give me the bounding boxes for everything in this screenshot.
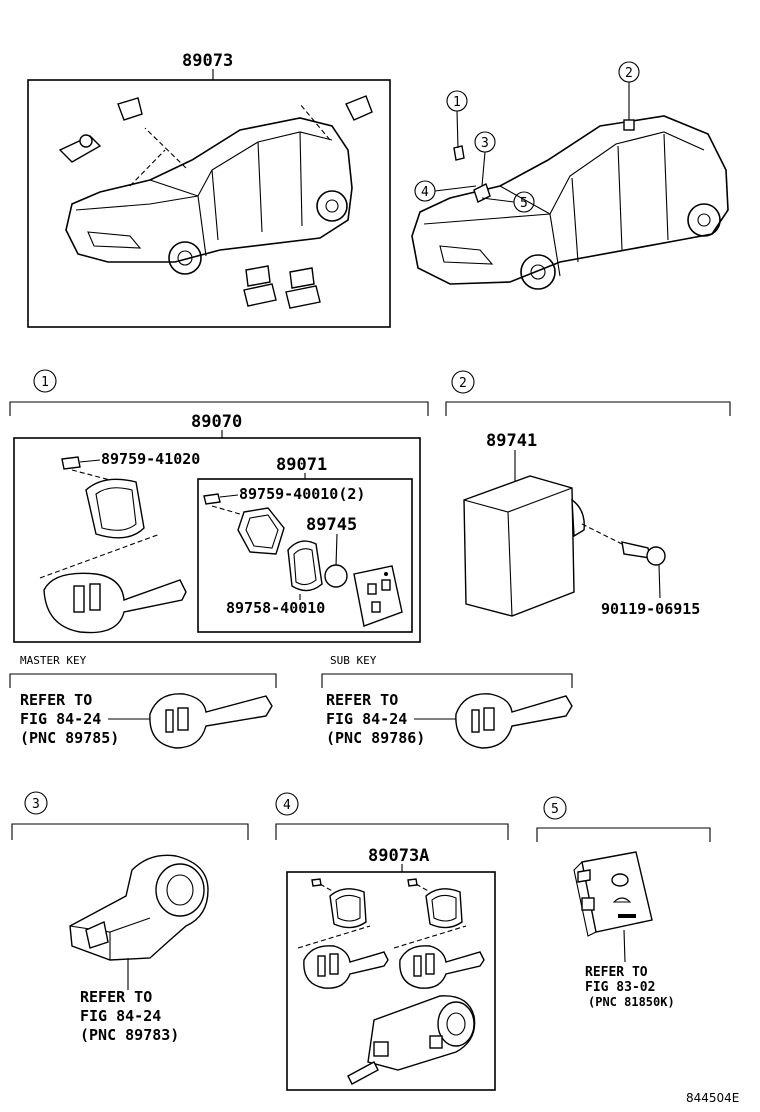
section-5-ref-line3: (PNC 81850K) — [588, 995, 675, 1009]
overview-right: 1 2 3 4 5 — [411, 61, 729, 290]
part-label-89758-40010: 89758-40010 — [226, 599, 325, 617]
section-2-part-number: 89741 — [486, 431, 537, 451]
section-5-ref-line2: FIG 83-02 — [585, 980, 655, 995]
section-2-index-circle — [451, 370, 475, 394]
overview-left-part-number: 89073 — [182, 51, 233, 71]
screw-89759-40010 — [203, 493, 221, 505]
callout-3-label: 3 — [481, 136, 489, 151]
key-left — [303, 945, 389, 989]
bolt-90119-06915 — [621, 541, 651, 559]
part-label-89745: 89745 — [306, 515, 357, 535]
switch-pad — [353, 565, 403, 627]
section-4-frame — [286, 871, 496, 1091]
section-3-ref-line3: (PNC 89783) — [80, 1026, 179, 1044]
section-4-part-number: 89073A — [368, 846, 429, 866]
sub-key-heading: SUB KEY — [330, 654, 377, 667]
battery-89745 — [324, 564, 348, 588]
overview-left: 89073 — [27, 51, 391, 328]
section-4: 4 89073A — [275, 792, 509, 1091]
car-drawing-left — [58, 95, 373, 309]
screw-89759-41020 — [61, 456, 81, 470]
sub-key-ref-line3: (PNC 89786) — [326, 729, 425, 747]
section-5-index: 5 — [551, 802, 559, 817]
section-4-index: 4 — [283, 798, 291, 813]
callout-1-label: 1 — [453, 95, 461, 110]
sub-key-panel: SUB KEY REFER TO FIG 84-24 (PNC 89786) — [321, 654, 573, 749]
section-1-index: 1 — [41, 375, 49, 390]
part-label-89759-41020: 89759-41020 — [101, 450, 200, 468]
section-3-index-circle — [24, 791, 48, 815]
callout-5-label: 5 — [520, 196, 528, 211]
section-1-part-number: 89070 — [191, 412, 242, 432]
section-4-index-circle — [275, 792, 299, 816]
key-cover-right — [425, 888, 463, 929]
section-2-index: 2 — [459, 376, 467, 391]
master-key-ref-line2: FIG 84-24 — [20, 710, 101, 728]
master-key-ref-line3: (PNC 89785) — [20, 729, 119, 747]
section-3-ref-line2: FIG 84-24 — [80, 1007, 161, 1025]
callout-4-label: 4 — [421, 185, 429, 200]
sub-key-ref-line2: FIG 84-24 — [326, 710, 407, 728]
overview-left-frame — [27, 79, 391, 328]
section-1-frame — [13, 437, 421, 643]
sub-assy-frame — [197, 478, 413, 633]
section-3-ref-line1: REFER TO — [80, 988, 152, 1006]
section-5-index-circle — [543, 796, 567, 820]
master-key-panel: MASTER KEY REFER TO FIG 84-24 (PNC 89785… — [9, 654, 277, 749]
key-cover-left — [329, 888, 367, 929]
section-1: 1 89070 89759-41020 89071 89759-40010(2)… — [9, 369, 429, 643]
master-key-ref-line1: REFER TO — [20, 691, 92, 709]
sub-key-ref-line1: REFER TO — [326, 691, 398, 709]
ecu-box — [463, 475, 575, 617]
section-3-index: 3 — [32, 797, 40, 812]
switch-module — [581, 851, 653, 933]
section-5: 5 REFER TO FIG 83-02 (PNC 81850K) — [536, 796, 711, 1009]
gasket-89758-40010 — [287, 540, 323, 592]
part-label-89759-40010: 89759-40010(2) — [239, 485, 365, 503]
section-1-index-circle — [33, 369, 57, 393]
part-label-89071: 89071 — [276, 455, 327, 475]
key-right — [399, 945, 485, 989]
bolt-label: 90119-06915 — [601, 600, 700, 618]
figure-code: 844504E — [686, 1091, 739, 1105]
section-2: 2 89741 90119-06915 — [445, 370, 731, 618]
key-cover — [85, 478, 145, 539]
callout-2-label: 2 — [625, 66, 633, 81]
section-3: 3 REFER TO FIG 84-24 (PNC 89783) — [11, 791, 249, 1044]
master-key-heading: MASTER KEY — [20, 654, 87, 667]
key-body — [43, 572, 187, 634]
section-5-ref-line1: REFER TO — [585, 965, 648, 980]
